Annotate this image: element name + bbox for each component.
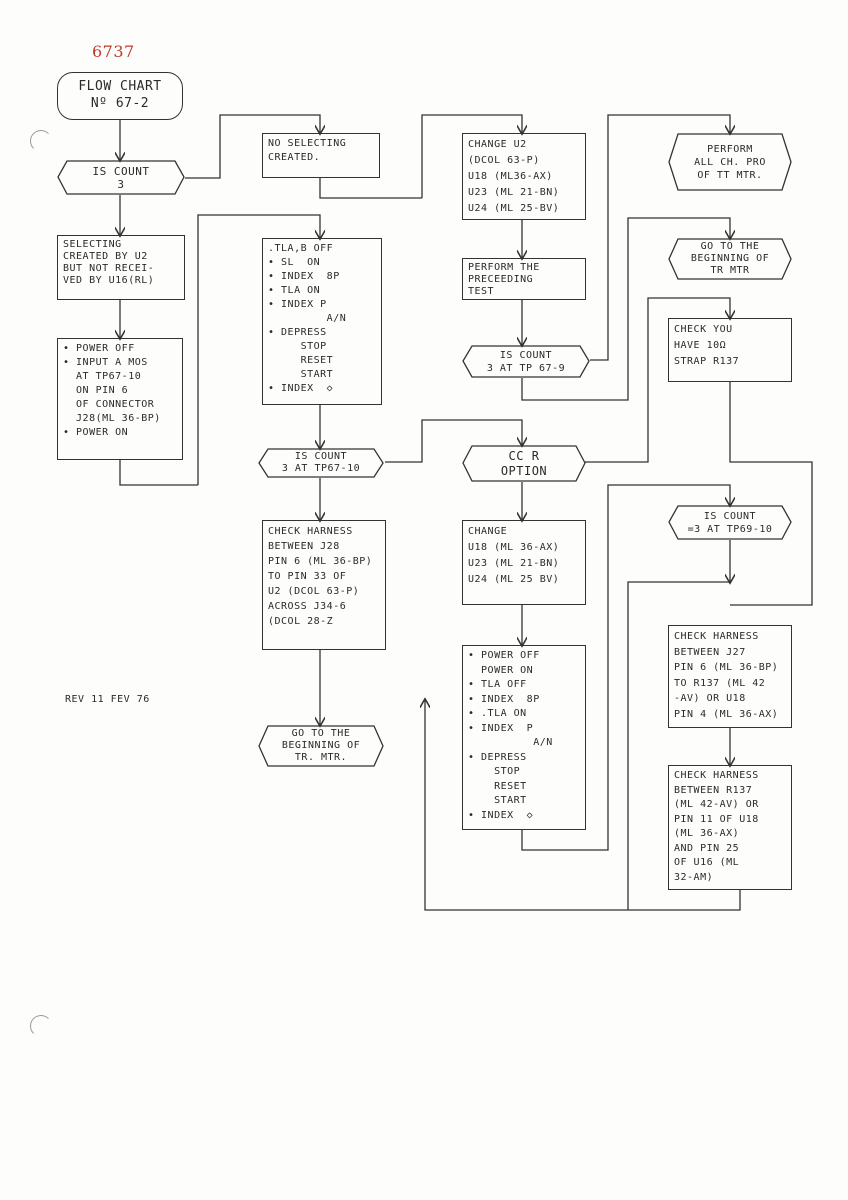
no-selecting-box: NO SELECTING CREATED. xyxy=(262,133,380,178)
check-harness-j27-box: CHECK HARNESS BETWEEN J27 PIN 6 (ML 36-B… xyxy=(668,625,792,728)
decision-count-tp67-10: IS COUNT 3 AT TP67-10 xyxy=(258,448,384,478)
revision-note: REV 11 FEV 76 xyxy=(65,694,150,705)
ccr-option-box: CC R OPTION xyxy=(462,445,586,482)
check-strap-box: CHECK YOU HAVE 10Ω STRAP R137 xyxy=(668,318,792,382)
title-terminal: FLOW CHART Nº 67-2 xyxy=(57,72,183,120)
binder-hole-bottom xyxy=(30,1015,52,1037)
tla-sequence-box: .TLA,B OFF • SL ON • INDEX 8P • TLA ON •… xyxy=(262,238,382,405)
decision-count-3: IS COUNT 3 xyxy=(57,160,185,195)
perform-all-ch-box: PERFORM ALL CH. PRO OF TT MTR. xyxy=(668,133,792,191)
goto-beginning-terminal: GO TO THE BEGINNING OF TR. MTR. xyxy=(258,725,384,767)
binder-hole-top xyxy=(30,130,52,152)
selecting-created-box: SELECTING CREATED BY U2 BUT NOT RECEI- V… xyxy=(57,235,185,300)
check-harness-r137-box: CHECK HARNESS BETWEEN R137 (ML 42-AV) OR… xyxy=(668,765,792,890)
decision-count-tp67-9: IS COUNT 3 AT TP 67-9 xyxy=(462,345,590,378)
change-u2-box: CHANGE U2 (DCOL 63-P) U18 (ML36-AX) U23 … xyxy=(462,133,586,220)
check-harness-j28-box: CHECK HARNESS BETWEEN J28 PIN 6 (ML 36-B… xyxy=(262,520,386,650)
power-input-box: • POWER OFF • INPUT A MOS AT TP67-10 ON … xyxy=(57,338,183,460)
perform-test-box: PERFORM THE PRECEEDING TEST xyxy=(462,258,586,300)
change-u18-box: CHANGE U18 (ML 36-AX) U23 (ML 21-BN) U24… xyxy=(462,520,586,605)
goto-beginning-terminal-2: GO TO THE BEGINNING OF TR MTR xyxy=(668,238,792,280)
decision-count-tp69-10: IS COUNT =3 AT TP69-10 xyxy=(668,505,792,540)
page-number: 6737 xyxy=(92,42,135,61)
power-index-sequence-box: • POWER OFF POWER ON • TLA OFF • INDEX 8… xyxy=(462,645,586,830)
